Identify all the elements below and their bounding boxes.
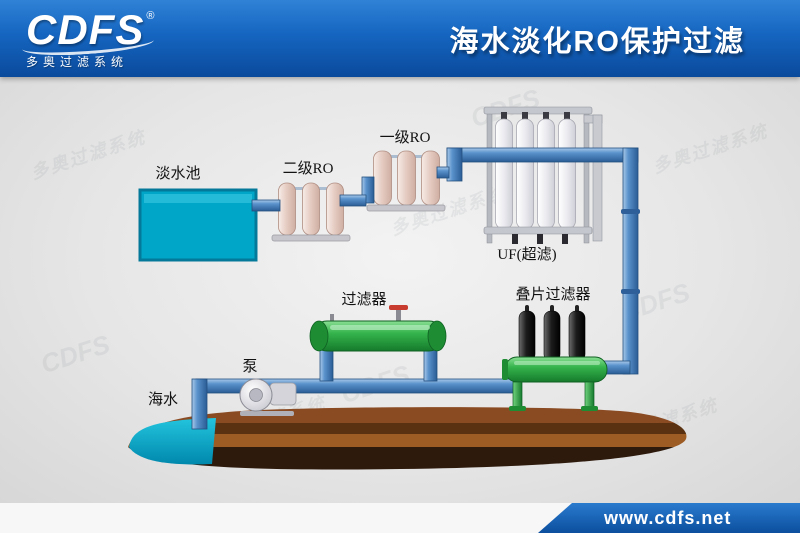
disc-filter-manifold (504, 356, 608, 383)
filter-end-cap (427, 320, 447, 352)
pipe-segment-down-elbow (446, 147, 463, 182)
footer: www.cdfs.net (0, 503, 800, 533)
fresh-water-tank (138, 188, 258, 262)
disc-filter-foot (581, 406, 598, 411)
logo-text: CDFS (26, 6, 145, 53)
ro-skid-platform (366, 204, 446, 212)
manifold-flange (502, 359, 508, 380)
uf-bottom-nozzle (537, 234, 543, 244)
uf-membrane-vessel (516, 118, 534, 230)
label-fresh-water-tank: 淡水池 (155, 165, 200, 182)
soil-layer (128, 423, 687, 434)
uf-side-pipe (592, 114, 603, 242)
filter-vent (330, 314, 334, 323)
website-url: www.cdfs.net (604, 507, 732, 528)
uf-frame-post (486, 108, 493, 244)
process-diagram: 淡水池 二级RO 一级RO UF(超滤) 过滤器 叠片过滤器 泵 海水 (128, 106, 687, 470)
uf-unit (483, 106, 603, 244)
soil-layer (128, 447, 687, 470)
registered-mark-icon: ® (146, 10, 155, 22)
inline-filter (309, 305, 447, 352)
uf-top-fitting (501, 112, 507, 121)
ro-vessel (278, 182, 296, 236)
disc-filter-cartridge (543, 310, 561, 362)
ro-vessel (397, 150, 416, 206)
ground (128, 407, 687, 470)
uf-top-fitting (564, 112, 570, 121)
pipe-coupling (621, 289, 640, 294)
logo-subtext: 多奥过滤系统 (26, 55, 129, 69)
pump-hub (249, 388, 263, 402)
uf-top-fitting (522, 112, 528, 121)
pipe-coupling (621, 209, 640, 214)
uf-top-manifold (483, 106, 593, 115)
pipe-segment-seawater-intake (191, 378, 208, 430)
manifold-highlight (514, 361, 600, 365)
filter-valve-stem (396, 309, 401, 323)
pump-unit (239, 378, 297, 416)
disc-filter-unit (502, 305, 608, 411)
footer-url-banner: www.cdfs.net (538, 503, 800, 533)
uf-bottom-nozzle (562, 234, 568, 244)
uf-bottom-manifold (483, 226, 593, 235)
label-uf: UF(超滤) (497, 246, 556, 263)
filter-valve-handle (389, 305, 408, 310)
uf-membrane-vessel (558, 118, 576, 230)
pipe-segment-to-primary-ro (436, 166, 450, 179)
brand-logo: CDFS ® 多奥过滤系统 (21, 9, 155, 69)
label-pump: 泵 (242, 359, 257, 375)
pipe-segment-top (446, 147, 639, 163)
disc-filter-leg (584, 381, 595, 409)
pipe-segment-interstage-horizontal (339, 194, 367, 207)
logo-row: CDFS ® (26, 9, 154, 51)
tank-highlight (144, 194, 252, 203)
filter-end-cap (309, 320, 329, 352)
pipe-riser-filter-right (423, 346, 438, 382)
ro-vessel (302, 182, 320, 236)
label-seawater: 海水 (148, 391, 178, 408)
ro-vessel (326, 182, 344, 236)
filter-highlight (330, 325, 430, 330)
label-primary-ro: 一级RO (380, 129, 431, 146)
label-disc-filter: 叠片过滤器 (515, 286, 590, 303)
secondary-ro-unit (271, 182, 351, 242)
disc-filter-leg (512, 381, 523, 409)
disc-filter-foot (509, 406, 526, 411)
primary-ro-unit (366, 150, 446, 212)
page-title: 海水淡化RO保护过滤 (449, 25, 745, 58)
label-filter: 过滤器 (341, 291, 386, 308)
pump-motor (269, 382, 297, 406)
diagram-area: 多奥过滤系统 CDFS CDFS 多奥过滤系统 多奥过滤系统 CDFS 多奥过滤… (0, 77, 800, 503)
disc-filter-cartridge (518, 310, 536, 362)
disc-filter-cartridge (568, 310, 586, 362)
seawater-body (129, 418, 216, 465)
ro-skid-platform (271, 234, 351, 242)
pipe-segment-right-riser (622, 147, 639, 375)
ro-vessel (373, 150, 392, 206)
uf-bottom-nozzle (512, 234, 518, 244)
pump-base (240, 411, 294, 416)
header: CDFS ® 多奥过滤系统 海水淡化RO保护过滤 (0, 0, 800, 77)
uf-membrane-vessel (495, 118, 513, 230)
uf-membrane-vessel (537, 118, 555, 230)
pipe-riser-filter-left (319, 346, 334, 382)
uf-frame-post (583, 108, 590, 244)
pipe-segment-to-tank (251, 199, 281, 212)
soil-layer (128, 434, 687, 447)
uf-top-fitting (543, 112, 549, 121)
label-secondary-ro: 二级RO (283, 160, 334, 177)
